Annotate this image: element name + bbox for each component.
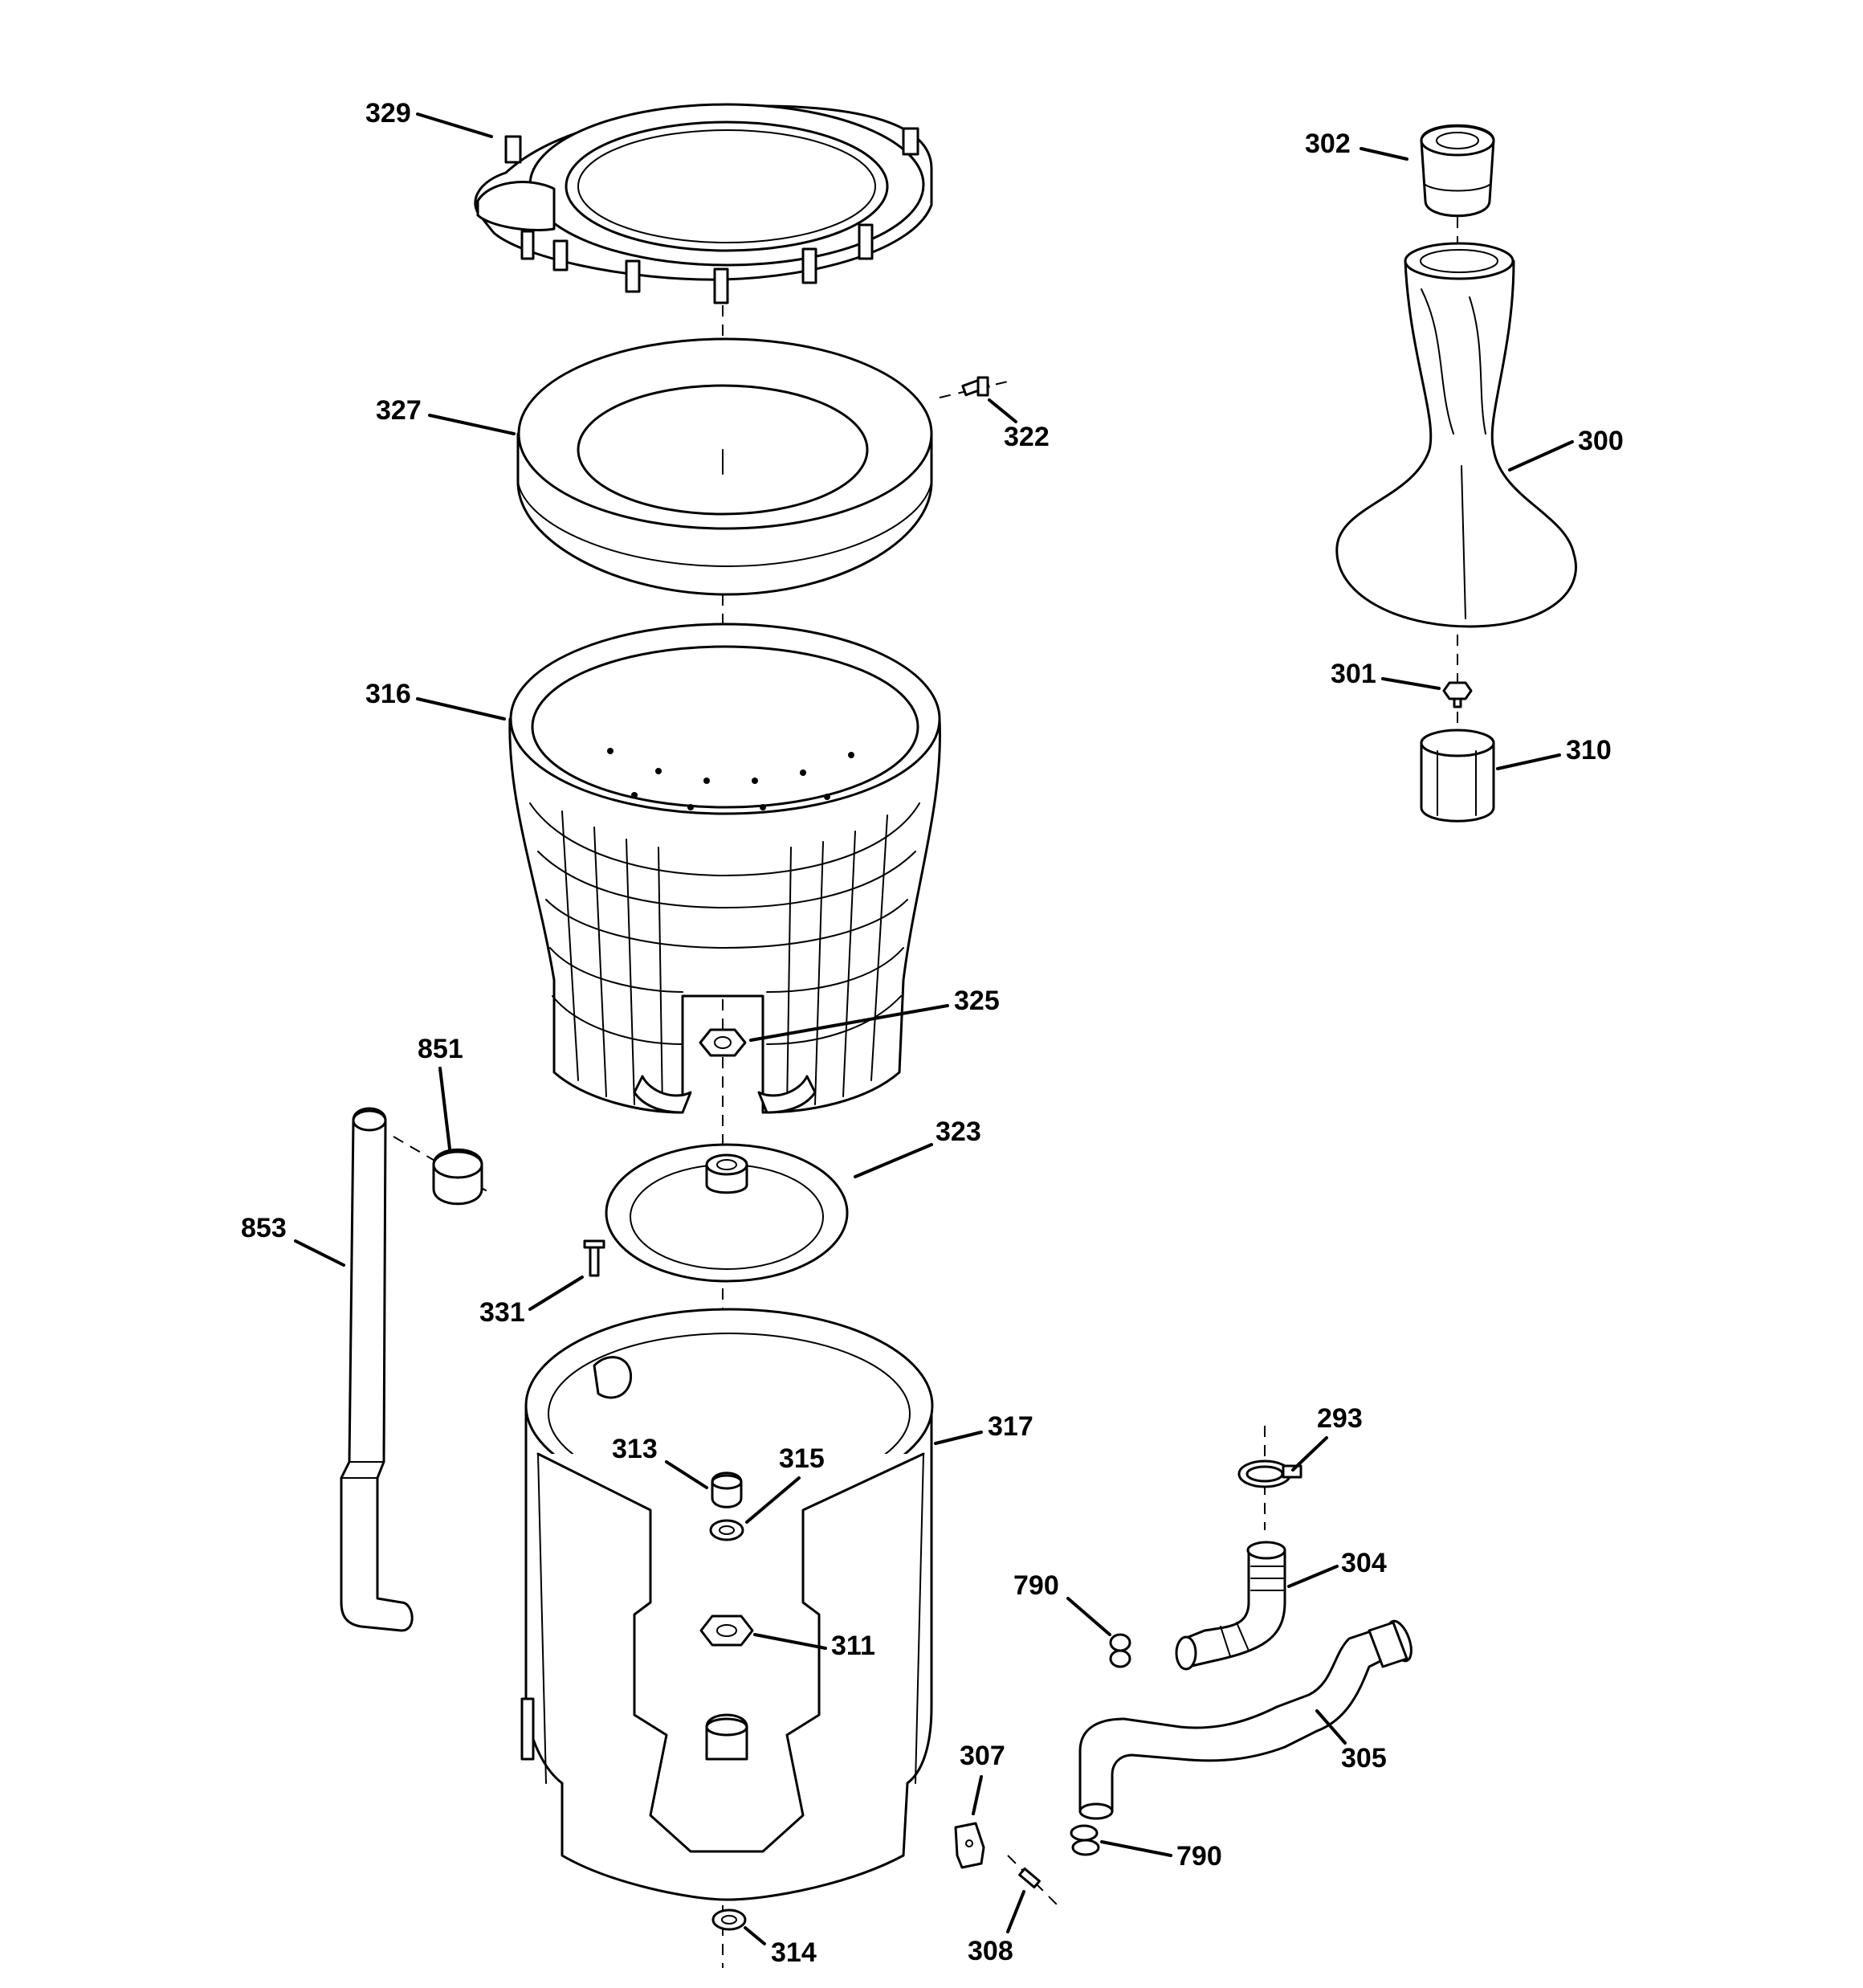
callout-310-label: 310: [1566, 735, 1612, 765]
callout-307: 307: [960, 1741, 1005, 1815]
part-313-nut: [711, 1472, 743, 1508]
callout-851-label: 851: [418, 1034, 463, 1064]
callout-313: 313: [612, 1434, 708, 1489]
part-790-clamp-lower: [1070, 1824, 1100, 1856]
part-308-screw: [1007, 1855, 1061, 1908]
callout-331-label: 331: [479, 1297, 525, 1328]
callout-311: 311: [753, 1631, 875, 1661]
callout-327: 327: [376, 395, 516, 435]
callout-301-label: 301: [1331, 659, 1376, 689]
callout-308-label: 308: [968, 1936, 1013, 1966]
callout-316-label: 316: [365, 679, 411, 709]
callout-325: 325: [749, 986, 1000, 1042]
callout-305-label: 305: [1341, 1743, 1387, 1774]
callout-323: 323: [854, 1116, 981, 1178]
callout-314-label: 314: [771, 1937, 817, 1968]
callout-304-label: 304: [1341, 1548, 1387, 1578]
callout-307-label: 307: [960, 1741, 1005, 1771]
callout-313-label: 313: [612, 1434, 658, 1464]
callout-323-label: 323: [936, 1116, 981, 1147]
callout-302: 302: [1305, 129, 1408, 161]
part-327-balance-ring: [516, 337, 933, 596]
part-325-hub-nut: [699, 1028, 747, 1057]
callout-327-label: 327: [376, 395, 422, 426]
callout-329-label: 329: [365, 98, 411, 129]
part-310-coupling: [1420, 729, 1495, 823]
callout-331: 331: [479, 1276, 584, 1328]
part-329-tub-cover: [474, 103, 933, 304]
part-316-wash-basket: [508, 623, 941, 1114]
callout-317: 317: [934, 1411, 1033, 1445]
part-302-agitator-cap: [1420, 124, 1495, 218]
callout-790-lower-label: 790: [1176, 1841, 1222, 1872]
callout-311-label: 311: [831, 1631, 875, 1661]
part-331-screw: [583, 1239, 605, 1277]
callout-853-label: 853: [241, 1213, 287, 1243]
callout-322: 322: [988, 398, 1050, 452]
callout-300: 300: [1508, 426, 1624, 471]
callout-310: 310: [1496, 735, 1612, 770]
callout-325-label: 325: [954, 986, 1000, 1016]
callout-305: 305: [1315, 1709, 1387, 1774]
part-304-drain-hose: [1175, 1541, 1286, 1671]
callout-853: 853: [241, 1213, 345, 1267]
callout-314: 314: [744, 1926, 817, 1968]
callout-315-label: 315: [779, 1443, 825, 1474]
part-323-basket-hub: [605, 1143, 849, 1283]
callout-300-label: 300: [1578, 426, 1624, 456]
part-293-hose-clamp: [1237, 1426, 1302, 1530]
callout-316: 316: [365, 679, 506, 720]
callout-790-upper-label: 790: [1013, 1570, 1059, 1601]
callout-308: 308: [968, 1890, 1025, 1966]
part-301-screw: [1442, 681, 1473, 708]
callout-790-lower: 790: [1100, 1840, 1222, 1872]
callout-293-label: 293: [1317, 1403, 1363, 1434]
callout-302-label: 302: [1305, 129, 1351, 159]
part-790-clamp-upper: [1109, 1633, 1131, 1668]
callout-329: 329: [365, 98, 493, 138]
callout-304: 304: [1287, 1548, 1387, 1588]
part-322-screw: [939, 376, 1009, 398]
callout-293: 293: [1291, 1403, 1363, 1472]
part-300-agitator: [1335, 242, 1577, 628]
part-307-bracket: [954, 1822, 985, 1869]
part-315-washer: [709, 1519, 744, 1541]
callout-301: 301: [1331, 659, 1441, 690]
part-851-cap: [393, 1136, 491, 1206]
callout-790-upper: 790: [1013, 1570, 1111, 1636]
part-314-washer: [711, 1908, 747, 1931]
part-311-nut: [699, 1614, 754, 1647]
callout-315: 315: [745, 1443, 825, 1524]
part-853-fill-tube: [340, 1107, 414, 1632]
callout-317-label: 317: [988, 1411, 1033, 1442]
callout-322-label: 322: [1004, 422, 1050, 452]
part-317-outer-tub: [520, 1308, 934, 1901]
callout-851: 851: [418, 1034, 463, 1150]
